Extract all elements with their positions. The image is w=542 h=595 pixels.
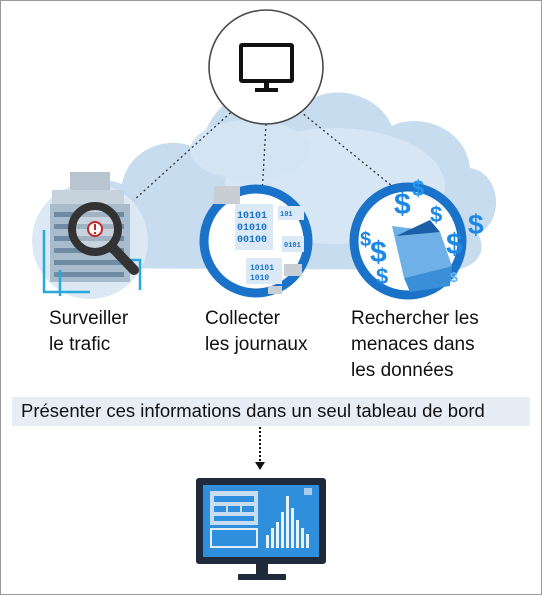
binary-text-4: 101 xyxy=(280,211,293,219)
threat-hunting-icon: $ $ $ $ $ $ $ $ $ xyxy=(349,176,484,300)
monitor-icon xyxy=(208,9,324,125)
step-label-monitor-traffic: Surveiller le trafic xyxy=(49,308,129,355)
svg-text:$: $ xyxy=(450,269,458,285)
svg-text:$: $ xyxy=(376,264,388,289)
svg-text:$: $ xyxy=(370,236,387,269)
svg-text:$: $ xyxy=(446,228,463,261)
dashboard-monitor-icon xyxy=(196,478,326,580)
binary-text-2: 01010 xyxy=(237,223,267,234)
svg-text:$: $ xyxy=(468,209,484,240)
binary-text-5: 0101 xyxy=(284,242,301,250)
connector-lines xyxy=(133,105,393,201)
traffic-monitor-icon xyxy=(32,172,148,299)
step-label-collect-logs: Collecter les journaux xyxy=(205,308,308,355)
binary-text-3: 00100 xyxy=(237,235,267,246)
down-arrow xyxy=(255,427,265,470)
svg-text:$: $ xyxy=(412,176,424,201)
log-collection-icon: 10101 01010 00100 101 0101 10101 1010 xyxy=(199,184,313,298)
binary-text-6: 10101 xyxy=(250,264,274,273)
summary-banner xyxy=(12,397,530,426)
summary-banner-text: Présenter ces informations dans un seul … xyxy=(21,400,485,421)
binary-text-1: 10101 xyxy=(237,211,267,222)
svg-text:$: $ xyxy=(394,188,411,221)
step-label-hunt-threats: Rechercher les menaces dans les données xyxy=(351,308,479,381)
svg-text:$: $ xyxy=(430,202,442,227)
svg-text:$: $ xyxy=(360,229,371,251)
binary-text-7: 1010 xyxy=(250,274,269,283)
